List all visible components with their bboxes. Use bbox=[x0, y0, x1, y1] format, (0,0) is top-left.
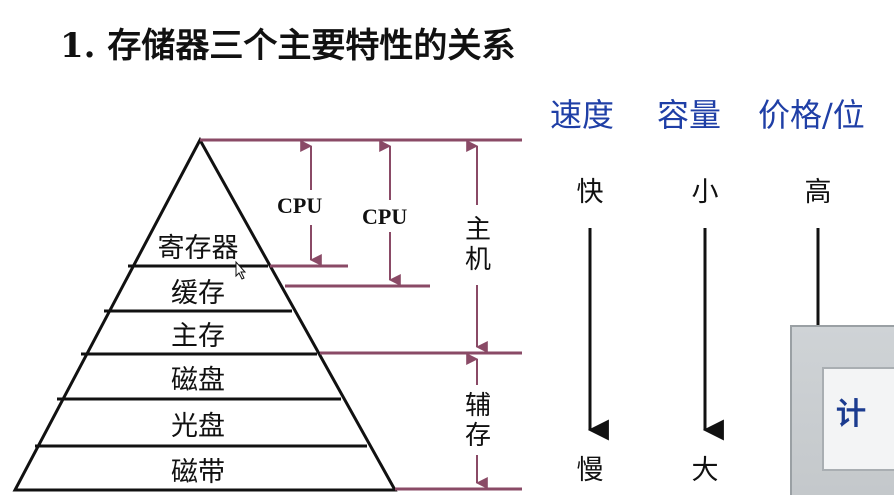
column-header-capacity: 容量 bbox=[657, 96, 722, 134]
capacity-bottom-value: 大 bbox=[691, 455, 719, 486]
tier-label-register: 寄存器 bbox=[157, 233, 239, 264]
price-top-value: 高 bbox=[804, 177, 832, 208]
tier-label-cache: 缓存 bbox=[171, 278, 225, 309]
mouse-cursor-icon bbox=[235, 260, 247, 280]
tier-label-tape: 磁带 bbox=[171, 457, 225, 488]
photo-sign-panel bbox=[822, 367, 894, 471]
column-header-price: 价格/位 bbox=[758, 96, 865, 134]
cpu-label-1: CPU bbox=[277, 193, 323, 218]
group-label-host: 主机 bbox=[464, 215, 491, 275]
tier-label-main-memory: 主存 bbox=[171, 321, 225, 352]
capacity-top-value: 小 bbox=[691, 177, 719, 208]
speed-top-value: 快 bbox=[576, 177, 604, 208]
pyramid-outline bbox=[12, 136, 398, 492]
tier-label-optical-disk: 光盘 bbox=[171, 411, 225, 442]
cpu-label-2: CPU bbox=[362, 204, 408, 229]
slide-title: 1. 存储器三个主要特性的关系 bbox=[60, 26, 516, 66]
column-header-speed: 速度 bbox=[550, 96, 615, 134]
tier-label-disk: 磁盘 bbox=[171, 365, 225, 396]
photo-overlay: 计 bbox=[790, 325, 894, 495]
speed-bottom-value: 慢 bbox=[576, 455, 604, 486]
photo-sign-text: 计 bbox=[836, 397, 866, 432]
group-label-auxiliary: 辅存 bbox=[464, 391, 491, 451]
